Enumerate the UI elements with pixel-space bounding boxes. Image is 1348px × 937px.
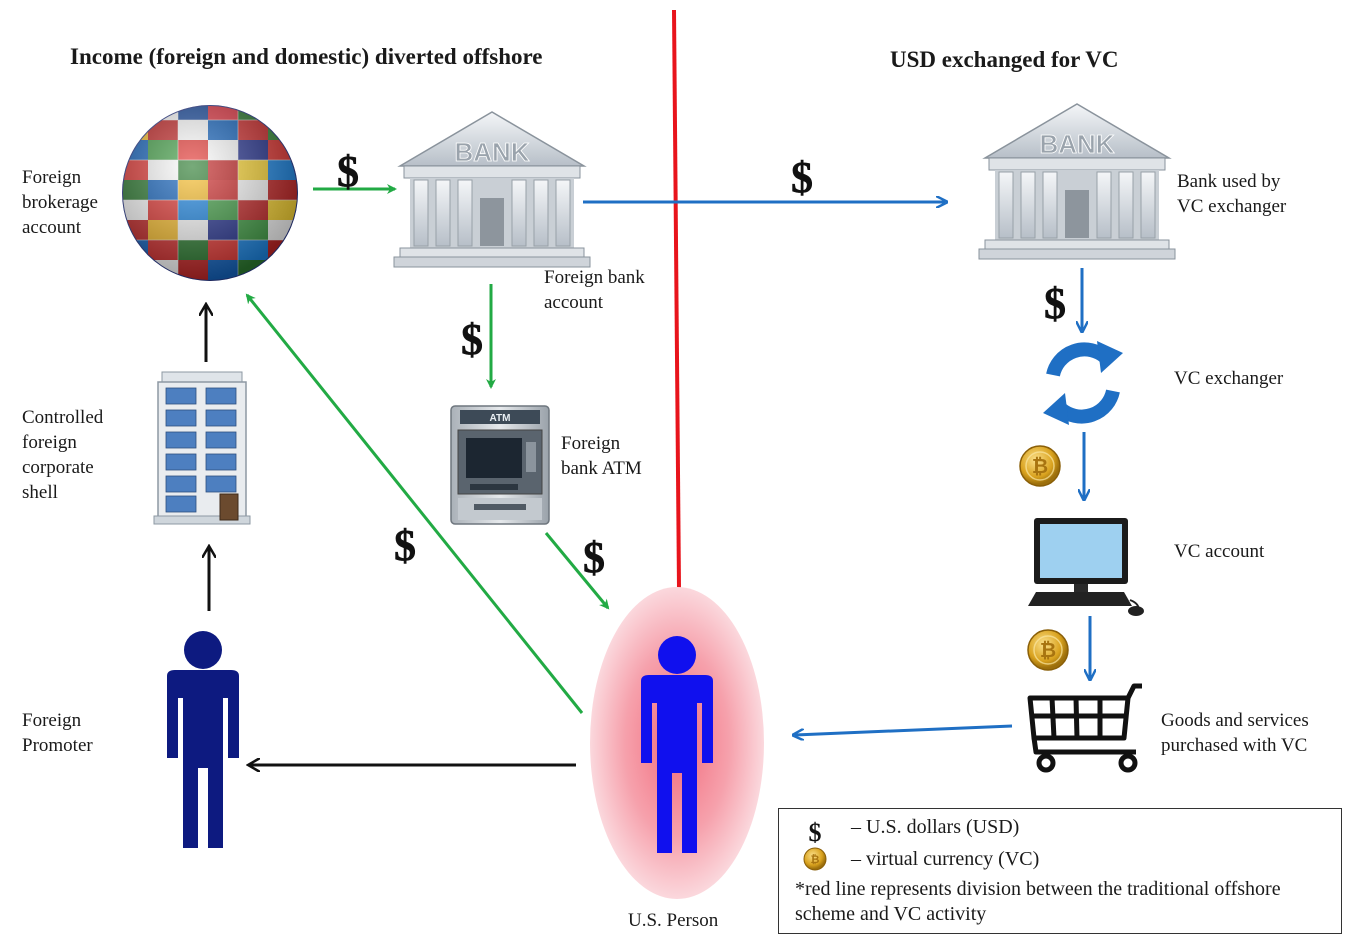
exchange-cycle-icon xyxy=(1043,341,1123,425)
atm-icon: ATM xyxy=(450,405,550,525)
svg-text:$: $ xyxy=(583,533,605,582)
label-foreign-promoter: Foreign Promoter xyxy=(22,710,93,756)
flow-arrow-cart-to-person xyxy=(795,724,1013,735)
dollar-icon: $ xyxy=(583,533,606,583)
flow-arrow-atm-to-person xyxy=(544,532,610,610)
shopping-cart-icon xyxy=(1027,683,1142,773)
bank-icon: BANK xyxy=(978,103,1176,260)
label-us-person: U.S. Person xyxy=(628,910,719,931)
label-controlled-shell: Controlled foreign corporate shell xyxy=(22,407,104,503)
office-building-icon xyxy=(153,371,251,525)
label-foreign-bank-account: Foreign bank account xyxy=(544,267,645,313)
svg-text:$: $ xyxy=(337,147,359,196)
svg-text:$: $ xyxy=(1044,279,1066,328)
legend-vc: – virtual currency (VC) xyxy=(851,848,1040,870)
bank-sign: BANK xyxy=(454,137,529,167)
svg-text:₿: ₿ xyxy=(811,853,820,866)
legend: $ ₿ – U.S. dollars (USD) – virtual curre… xyxy=(778,808,1342,934)
bank-sign: BANK xyxy=(1039,129,1114,159)
coin-icon: ₿ xyxy=(803,847,827,871)
title-right: USD exchanged for VC xyxy=(890,47,1119,72)
label-vc-exchanger: VC exchanger xyxy=(1174,368,1284,389)
svg-text:$: $ xyxy=(394,521,416,570)
dollar-icon: $ xyxy=(809,818,822,847)
legend-icons: $ ₿ xyxy=(803,818,827,871)
label-foreign-bank-atm: Foreign bank ATM xyxy=(561,433,642,479)
coin-icon xyxy=(1019,445,1061,487)
globe-icon xyxy=(122,105,298,281)
computer-icon xyxy=(1028,518,1144,616)
label-foreign-brokerage: Foreign brokerage account xyxy=(22,167,98,238)
title-left: Income (foreign and domestic) diverted o… xyxy=(70,44,543,69)
dollar-icon: $ xyxy=(1044,279,1067,329)
label-bank-vc: Bank used by VC exchanger xyxy=(1177,171,1287,217)
atm-sign: ATM xyxy=(490,413,511,424)
label-goods-services: Goods and services purchased with VC xyxy=(1161,710,1309,756)
divider-line xyxy=(672,9,681,589)
label-vc-account: VC account xyxy=(1174,541,1265,562)
person-icon xyxy=(167,631,239,848)
svg-text:$: $ xyxy=(461,315,483,364)
coin-icon xyxy=(1027,629,1069,671)
dollar-icon: $ xyxy=(791,153,814,203)
dollar-icon: $ xyxy=(461,315,484,365)
legend-usd: – U.S. dollars (USD) xyxy=(851,816,1020,838)
flow-arrow-person-to-brokerage xyxy=(245,293,584,714)
svg-text:$: $ xyxy=(791,153,813,202)
legend-note: *red line represents division between th… xyxy=(795,878,1281,925)
dollar-icon: $ xyxy=(394,521,417,571)
bank-icon: BANK xyxy=(393,111,591,268)
dollar-icon: $ xyxy=(337,147,360,197)
